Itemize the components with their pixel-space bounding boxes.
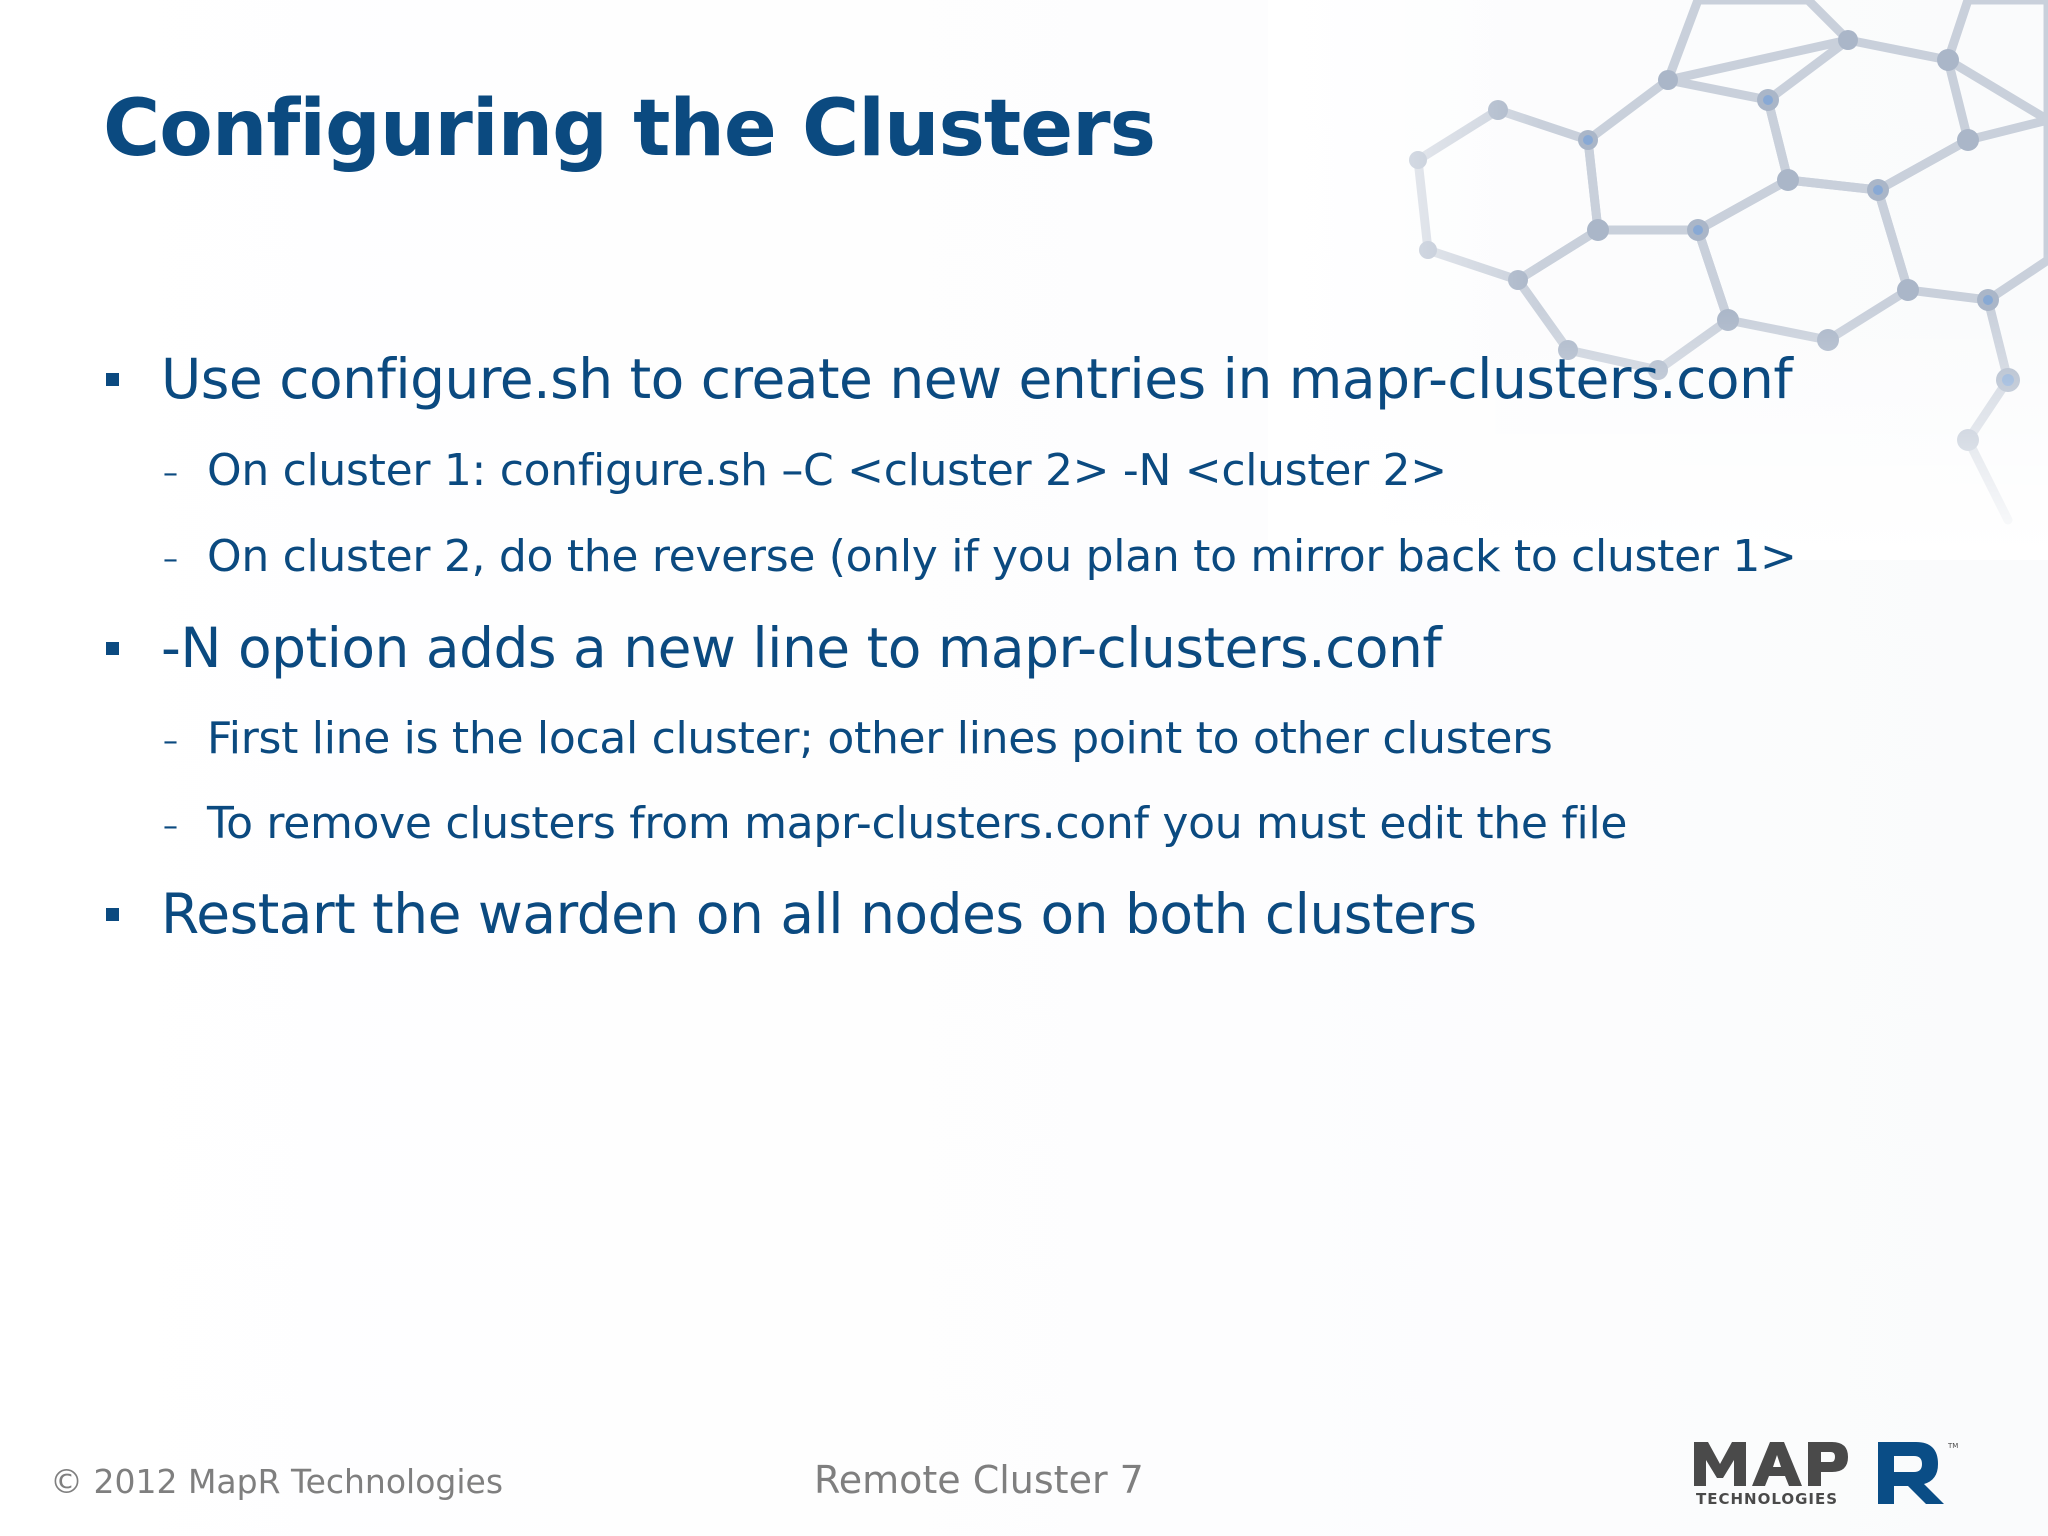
sub-bullet-text: On cluster 2, do the reverse (only if yo…	[207, 531, 1797, 582]
slide-title: Configuring the Clusters	[103, 84, 1156, 174]
dash-marker: –	[163, 456, 178, 491]
bullet-item: -N option adds a new line to mapr-cluste…	[103, 615, 1953, 681]
sub-bullet-item: – On cluster 2, do the reverse (only if …	[103, 530, 1953, 584]
bullet-list: Use configure.sh to create new entries i…	[103, 336, 1953, 947]
mapr-logo: TECHNOLOGIES TM	[1694, 1442, 1958, 1508]
molecule-background-image	[1268, 0, 2048, 560]
sub-bullet-text: To remove clusters from mapr-clusters.co…	[207, 798, 1628, 849]
sub-bullet-item: – To remove clusters from mapr-clusters.…	[103, 797, 1953, 851]
bullet-item: Restart the warden on all nodes on both …	[103, 881, 1953, 947]
logo-tm: TM	[1947, 1442, 1958, 1450]
bullet-text: Restart the warden on all nodes on both …	[161, 882, 1477, 946]
sub-bullet-text: First line is the local cluster; other l…	[207, 713, 1553, 764]
footer-copyright: © 2012 MapR Technologies	[50, 1462, 504, 1501]
bullet-text: -N option adds a new line to mapr-cluste…	[161, 616, 1442, 680]
bullet-text: Use configure.sh to create new entries i…	[161, 347, 1793, 411]
dash-marker: –	[163, 542, 178, 577]
square-bullet-icon	[106, 373, 119, 386]
square-bullet-icon	[106, 908, 119, 921]
footer-slide-label: Remote Cluster 7	[814, 1458, 1144, 1502]
dash-marker: –	[163, 724, 178, 759]
logo-subtext: TECHNOLOGIES	[1696, 1490, 1838, 1508]
sub-bullet-item: – On cluster 1: configure.sh –C <cluster…	[103, 444, 1953, 498]
square-bullet-icon	[106, 642, 119, 655]
sub-bullet-item: – First line is the local cluster; other…	[103, 712, 1953, 766]
bullet-item: Use configure.sh to create new entries i…	[103, 346, 1953, 412]
sub-bullet-text: On cluster 1: configure.sh –C <cluster 2…	[207, 445, 1447, 496]
dash-marker: –	[163, 809, 178, 844]
